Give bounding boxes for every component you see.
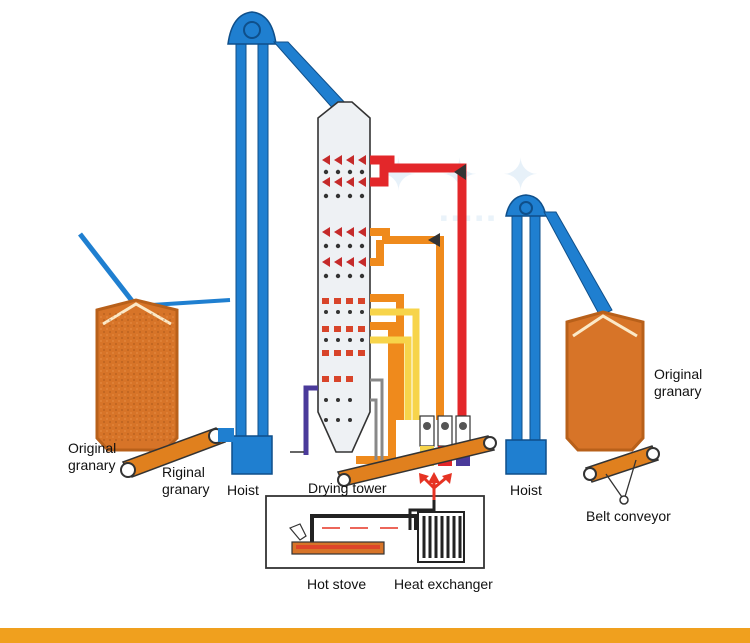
label-hoist-right: Hoist [510,482,542,498]
left-hoist-head [227,11,277,45]
left-hoist-boot [231,435,273,475]
left-granary [78,232,231,452]
right-belt-conveyor [583,445,660,505]
tower-exhaust-duct [303,385,318,455]
label-original-granary-right: Original granary [654,366,703,399]
cooling-air-ducts [370,378,384,460]
label-hot-stove: Hot stove [307,576,367,592]
label-drying-tower: Drying tower [308,480,387,496]
label-original-granary-left: Original granary [68,440,117,473]
label-heat-exchanger: Heat exchanger [394,576,493,592]
hot-air-duct-red [370,155,467,420]
right-granary [565,310,645,452]
tower-bottom-conveyor [336,435,497,487]
label-hoist-left: Hoist [227,482,259,498]
left-hoist-chute [272,41,349,113]
watermark-machine: ▪▪▪▪▪ [440,205,499,230]
heat-exchanger [408,500,465,563]
left-feed-chute [78,232,138,308]
warm-air-duct-orange [356,228,444,464]
cool-air-duct-yellow [370,308,420,420]
left-hoist [218,11,349,475]
label-belt-conveyor: Belt conveyor [586,508,671,524]
footer-bar [0,628,750,643]
drying-tower [290,101,371,455]
hot-stove [289,514,418,555]
right-hoist [505,194,613,475]
label-riginal-granary: Riginal granary [162,464,210,497]
